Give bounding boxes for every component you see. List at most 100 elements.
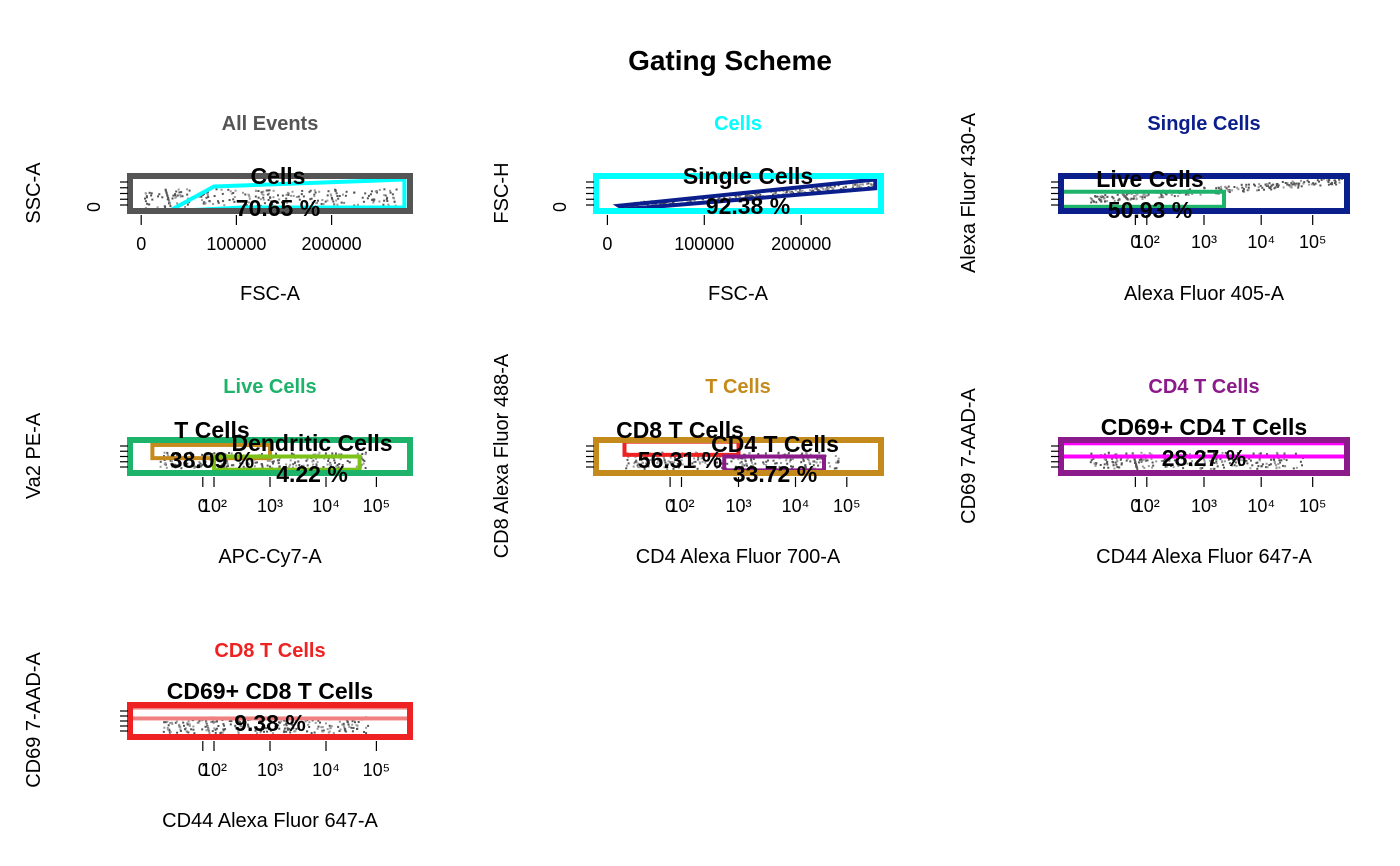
event-point	[338, 195, 341, 197]
event-point	[174, 721, 177, 724]
event-point	[671, 462, 674, 465]
event-point	[164, 463, 167, 466]
event-point	[669, 461, 672, 464]
event-point	[1260, 465, 1263, 468]
event-point	[356, 724, 359, 727]
event-point	[166, 728, 169, 731]
event-point	[351, 730, 354, 733]
event-point	[666, 468, 669, 470]
event-point	[1236, 452, 1239, 455]
event-point	[293, 730, 296, 733]
event-point	[227, 188, 230, 191]
event-point	[343, 725, 346, 728]
event-point	[1160, 460, 1163, 462]
event-point	[330, 465, 333, 468]
event-point	[247, 201, 250, 204]
event-point	[293, 722, 296, 725]
event-point	[344, 728, 346, 731]
event-point	[384, 194, 387, 197]
event-point	[297, 460, 300, 463]
event-point	[185, 730, 188, 733]
event-point	[1323, 178, 1325, 181]
event-point	[229, 723, 232, 726]
event-point	[1111, 195, 1114, 198]
event-point	[308, 721, 311, 724]
event-point	[1095, 201, 1098, 204]
event-point	[172, 452, 175, 455]
event-point	[1199, 467, 1202, 470]
event-point	[239, 722, 242, 725]
event-point	[697, 456, 700, 459]
event-point	[1228, 462, 1231, 465]
event-point	[1306, 179, 1309, 182]
event-point	[700, 457, 703, 460]
event-point	[1203, 187, 1206, 190]
event-point	[344, 730, 347, 733]
event-point	[1187, 194, 1190, 196]
event-point	[331, 452, 334, 455]
event-point	[213, 195, 216, 197]
event-point	[315, 202, 318, 205]
event-point	[1270, 188, 1273, 191]
x-tick-label: 10⁴	[312, 496, 340, 516]
event-point	[809, 189, 812, 192]
event-point	[820, 186, 823, 189]
event-point	[271, 732, 274, 735]
event-point	[1279, 461, 1282, 464]
event-point	[210, 455, 212, 457]
event-point	[348, 461, 351, 464]
event-point	[237, 719, 240, 722]
gate-outline	[212, 454, 362, 472]
event-point	[176, 202, 179, 205]
event-point	[1126, 198, 1129, 201]
event-point	[332, 200, 335, 203]
event-point	[792, 191, 795, 194]
event-point	[267, 189, 270, 192]
event-point	[1143, 466, 1146, 469]
event-point	[360, 464, 363, 466]
event-point	[1297, 184, 1300, 187]
event-point	[1164, 465, 1167, 468]
event-point	[817, 189, 820, 192]
event-point	[145, 195, 148, 198]
event-point	[289, 463, 292, 466]
event-point	[301, 189, 304, 192]
event-point	[344, 194, 347, 197]
event-point	[281, 201, 283, 204]
event-point	[204, 460, 207, 463]
event-point	[263, 202, 266, 205]
event-point	[178, 461, 181, 464]
event-point	[1330, 181, 1333, 184]
event-point	[295, 464, 298, 467]
event-point	[1184, 193, 1187, 196]
event-point	[804, 465, 807, 467]
event-point	[254, 461, 257, 464]
event-point	[196, 721, 199, 724]
event-point	[1162, 459, 1165, 462]
event-point	[1147, 465, 1150, 468]
event-point	[221, 464, 224, 467]
event-point	[1232, 458, 1234, 461]
event-point	[672, 201, 674, 204]
event-point	[235, 727, 238, 730]
event-point	[719, 459, 721, 462]
event-point	[248, 194, 250, 197]
event-point	[327, 190, 330, 193]
y-axis-label: SSC-A	[23, 162, 45, 224]
event-point	[285, 197, 288, 200]
event-point	[254, 195, 257, 198]
event-point	[1215, 462, 1218, 465]
event-point	[205, 196, 208, 199]
event-point	[1125, 459, 1128, 462]
event-point	[314, 453, 317, 456]
event-point	[253, 465, 256, 468]
event-point	[1211, 460, 1214, 463]
event-point	[163, 455, 165, 458]
event-point	[639, 457, 642, 460]
event-point	[1115, 453, 1118, 456]
event-point	[254, 729, 257, 732]
event-point	[175, 464, 178, 467]
event-point	[785, 459, 788, 462]
event-point	[748, 452, 751, 454]
event-point	[247, 463, 250, 466]
